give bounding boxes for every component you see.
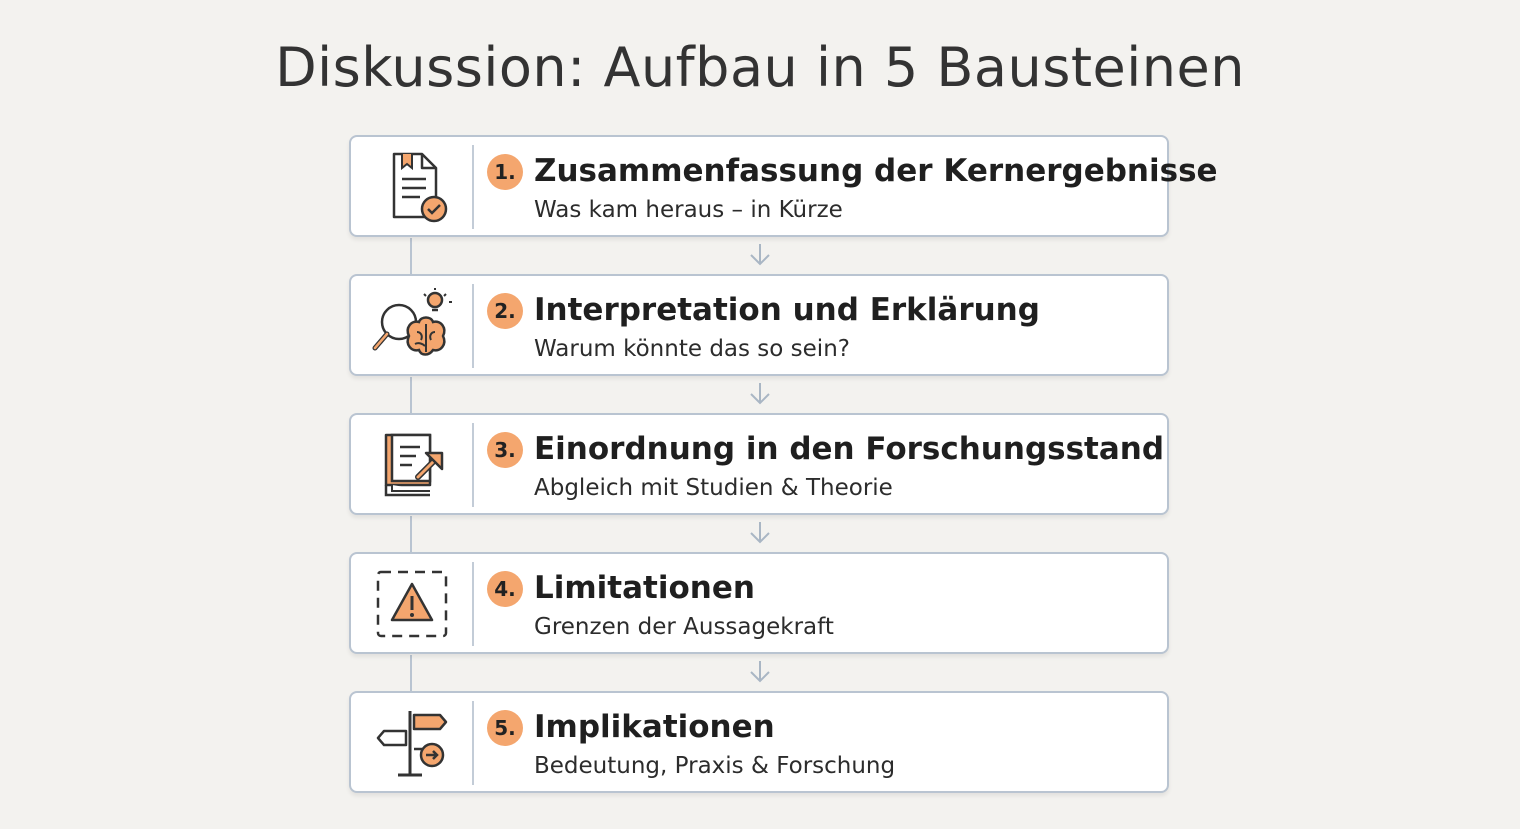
arrow-down-icon: [750, 383, 770, 405]
step-title: Limitationen: [534, 570, 755, 606]
connector-line: [410, 655, 412, 691]
card-divider: [472, 423, 474, 507]
step-subtitle: Warum könnte das so sein?: [534, 336, 850, 362]
step-card-3: 3. Einordnung in den Forschungsstand Abg…: [349, 413, 1169, 515]
card-divider: [472, 145, 474, 229]
step-card-4: 4. Limitationen Grenzen der Aussagekraft: [349, 552, 1169, 654]
warning-icon: [365, 566, 459, 642]
magnifier-brain-icon: [365, 288, 459, 364]
step-card-1: 1. Zusammenfassung der Kernergebnisse Wa…: [349, 135, 1218, 237]
step-title: Zusammenfassung der Kernergebnisse: [534, 153, 1218, 189]
connector-line: [410, 377, 412, 413]
step-card-5: 5. Implikationen Bedeutung, Praxis & For…: [349, 691, 1169, 793]
arrow-down-icon: [750, 244, 770, 266]
step-title: Einordnung in den Forschungsstand: [534, 431, 1165, 467]
step-number-badge: 1.: [487, 154, 523, 190]
step-number-badge: 4.: [487, 571, 523, 607]
step-title: Implikationen: [534, 709, 775, 745]
step-number-badge: 2.: [487, 293, 523, 329]
step-number-badge: 5.: [487, 710, 523, 746]
card-divider: [472, 562, 474, 646]
step-title: Interpretation und Erklärung: [534, 292, 1040, 328]
step-subtitle: Was kam heraus – in Kürze: [534, 197, 843, 223]
card-divider: [472, 284, 474, 368]
step-card-2: 2. Interpretation und Erklärung Warum kö…: [349, 274, 1169, 376]
arrow-down-icon: [750, 522, 770, 544]
book-arrow-icon: [365, 427, 459, 503]
document-check-icon: [365, 149, 459, 225]
connector-line: [410, 516, 412, 552]
page-title: Diskussion: Aufbau in 5 Bausteinen: [275, 36, 1245, 99]
arrow-down-icon: [750, 661, 770, 683]
signpost-icon: [365, 705, 459, 781]
step-number-badge: 3.: [487, 432, 523, 468]
step-subtitle: Bedeutung, Praxis & Forschung: [534, 753, 896, 779]
step-subtitle: Grenzen der Aussagekraft: [534, 614, 834, 640]
card-divider: [472, 701, 474, 785]
connector-line: [410, 238, 412, 274]
step-subtitle: Abgleich mit Studien & Theorie: [534, 475, 893, 501]
